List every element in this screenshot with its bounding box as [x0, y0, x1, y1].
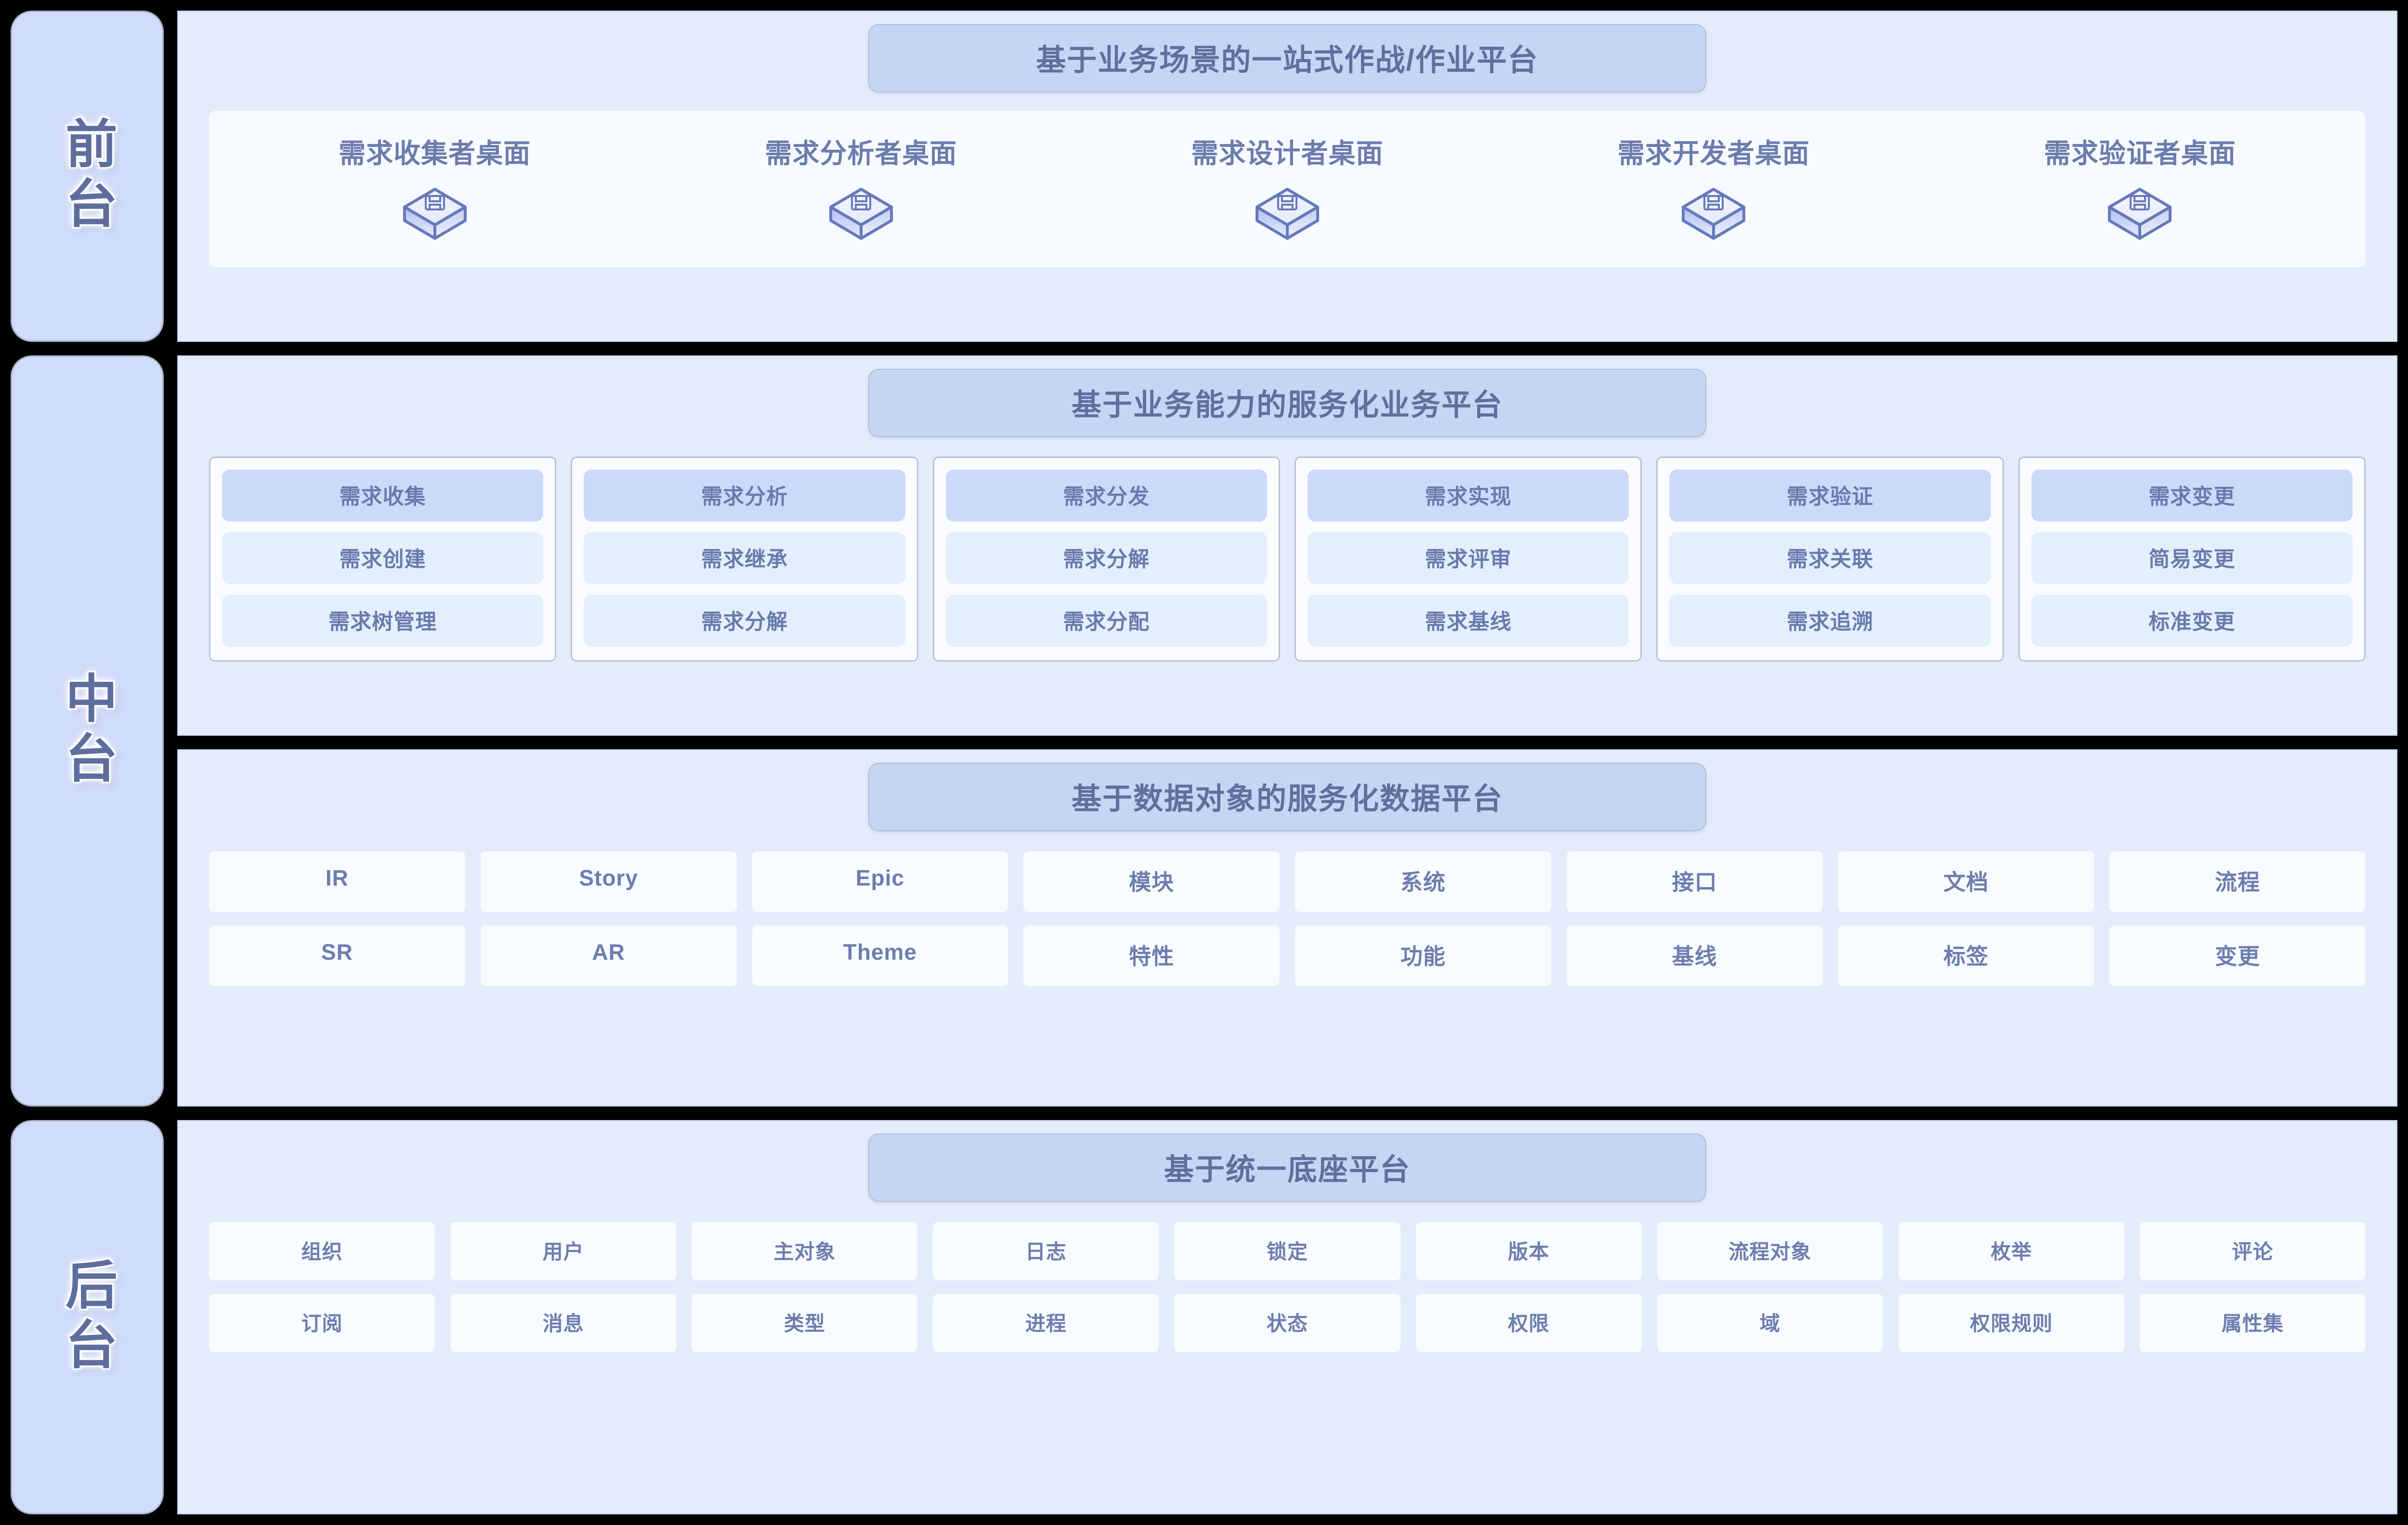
isometric-box-icon — [829, 188, 893, 240]
desktop-card-label: 需求验证者桌面 — [2043, 138, 2236, 169]
tier-front: 前台 — [11, 11, 164, 342]
base-object-cell[interactable]: 版本 — [1415, 1222, 1642, 1280]
service-platform-panel: 基于业务能力的服务化业务平台 需求收集需求创建需求树管理需求分析需求继承需求分解… — [177, 355, 2397, 736]
data-object-cell[interactable]: Epic — [752, 851, 1008, 912]
capability-item[interactable]: 需求继承 — [584, 532, 905, 584]
capability-group-header[interactable]: 需求实现 — [1307, 469, 1629, 521]
capability-item[interactable]: 需求树管理 — [222, 595, 544, 647]
capability-item[interactable]: 需求分解 — [945, 532, 1267, 584]
base-object-cell[interactable]: 消息 — [450, 1294, 677, 1352]
desktop-card-label: 需求收集者桌面 — [339, 138, 531, 169]
capability-group: 需求变更简易变更标准变更 — [2018, 456, 2366, 662]
tier-back: 后台 — [11, 1120, 164, 1514]
desktop-card[interactable]: 需求分析者桌面 — [648, 132, 1074, 242]
data-object-cell[interactable]: AR — [480, 925, 737, 986]
isometric-box-icon — [1682, 188, 1746, 240]
data-object-cell[interactable]: 基线 — [1566, 925, 1823, 986]
desktop-card-icon — [401, 185, 469, 242]
data-platform-title: 基于数据对象的服务化数据平台 — [868, 763, 1706, 831]
tier-front-label: 前台 — [58, 117, 117, 236]
capability-group-header[interactable]: 需求验证 — [1669, 469, 1991, 521]
base-object-cell[interactable]: 进程 — [933, 1294, 1159, 1352]
base-object-cell[interactable]: 属性集 — [2139, 1294, 2366, 1352]
desktop-card-icon — [2106, 185, 2173, 242]
data-object-cell[interactable]: 变更 — [2109, 925, 2366, 986]
capability-group-header[interactable]: 需求分发 — [945, 469, 1267, 521]
base-object-cell[interactable]: 域 — [1657, 1294, 1883, 1352]
desktop-card-label: 需求开发者桌面 — [1617, 138, 1810, 169]
base-object-cell[interactable]: 订阅 — [209, 1294, 435, 1352]
capability-group-row: 需求收集需求创建需求树管理需求分析需求继承需求分解需求分发需求分解需求分配需求实… — [209, 456, 2366, 662]
base-object-cell[interactable]: 流程对象 — [1657, 1222, 1883, 1280]
base-object-cell[interactable]: 主对象 — [692, 1222, 918, 1280]
capability-item[interactable]: 需求评审 — [1307, 532, 1629, 584]
data-object-cell[interactable]: 标签 — [1838, 925, 2094, 986]
desktop-card[interactable]: 需求开发者桌面 — [1501, 132, 1927, 242]
base-object-cell[interactable]: 组织 — [209, 1222, 435, 1280]
capability-item[interactable]: 需求基线 — [1307, 595, 1629, 647]
tier-middle-label: 中台 — [58, 671, 117, 791]
base-platform-title: 基于统一底座平台 — [868, 1134, 1706, 1202]
data-object-cell[interactable]: IR — [209, 851, 465, 912]
base-object-cell[interactable]: 类型 — [692, 1294, 918, 1352]
data-object-cell[interactable]: Story — [480, 851, 737, 912]
tier-back-label: 后台 — [58, 1257, 117, 1377]
desktop-card-icon — [827, 185, 895, 242]
desktop-card[interactable]: 需求验证者桌面 — [1927, 132, 2353, 242]
desktop-card-label: 需求设计者桌面 — [1191, 138, 1384, 169]
base-object-cell[interactable]: 枚举 — [1898, 1222, 2124, 1280]
data-object-cell[interactable]: 功能 — [1295, 925, 1551, 986]
data-object-cell[interactable]: 系统 — [1295, 851, 1551, 912]
base-object-cell[interactable]: 评论 — [2139, 1222, 2366, 1280]
data-object-cell[interactable]: Theme — [752, 925, 1008, 986]
base-object-cell[interactable]: 锁定 — [1174, 1222, 1400, 1280]
base-object-cell[interactable]: 权限规则 — [1898, 1294, 2124, 1352]
base-object-cell[interactable]: 状态 — [1174, 1294, 1400, 1352]
service-platform-title: 基于业务能力的服务化业务平台 — [868, 369, 1706, 437]
desktop-card[interactable]: 需求设计者桌面 — [1074, 132, 1500, 242]
capability-group: 需求收集需求创建需求树管理 — [209, 456, 557, 662]
base-object-cell[interactable]: 权限 — [1415, 1294, 1642, 1352]
capability-item[interactable]: 需求分配 — [945, 595, 1267, 647]
capability-group: 需求分发需求分解需求分配 — [932, 456, 1280, 662]
capability-group-header[interactable]: 需求收集 — [222, 469, 544, 521]
capability-group-header[interactable]: 需求变更 — [2031, 469, 2353, 521]
isometric-box-icon — [403, 188, 467, 240]
base-platform-panel: 基于统一底座平台 组织用户主对象日志锁定版本流程对象枚举评论订阅消息类型进程状态… — [177, 1120, 2397, 1514]
base-object-cell[interactable]: 日志 — [933, 1222, 1159, 1280]
data-object-cell[interactable]: 模块 — [1023, 851, 1280, 912]
capability-item[interactable]: 需求创建 — [222, 532, 544, 584]
desktop-card-icon — [1680, 185, 1747, 242]
desktop-card-row: 需求收集者桌面 需求分析者桌面 需求设计者桌面 需求开发者桌面 需求验证者桌面 — [209, 111, 2366, 267]
capability-group-header[interactable]: 需求分析 — [584, 469, 905, 521]
base-object-cell[interactable]: 用户 — [450, 1222, 677, 1280]
desktop-card[interactable]: 需求收集者桌面 — [222, 132, 648, 242]
isometric-box-icon — [1256, 188, 1319, 240]
capability-item[interactable]: 需求关联 — [1669, 532, 1991, 584]
capability-group: 需求实现需求评审需求基线 — [1294, 456, 1642, 662]
data-object-cell[interactable]: SR — [209, 925, 465, 986]
panel-stack: 基于业务场景的一站式作战/作业平台 需求收集者桌面需求分析者桌面需求设计者桌面需… — [177, 11, 2397, 1514]
front-platform-title: 基于业务场景的一站式作战/作业平台 — [868, 24, 1706, 92]
front-platform-panel: 基于业务场景的一站式作战/作业平台 需求收集者桌面需求分析者桌面需求设计者桌面需… — [177, 11, 2397, 342]
data-object-cell[interactable]: 特性 — [1023, 925, 1280, 986]
capability-group: 需求分析需求继承需求分解 — [571, 456, 918, 662]
data-object-cell[interactable]: 文档 — [1838, 851, 2094, 912]
capability-item[interactable]: 需求追溯 — [1669, 595, 1991, 647]
desktop-card-icon — [1254, 185, 1321, 242]
capability-item[interactable]: 标准变更 — [2031, 595, 2353, 647]
capability-item[interactable]: 需求分解 — [584, 595, 905, 647]
tier-rail: 前台 中台 后台 — [11, 11, 164, 1514]
data-object-cell[interactable]: 流程 — [2109, 851, 2366, 912]
isometric-box-icon — [2108, 188, 2172, 240]
data-object-cell[interactable]: 接口 — [1566, 851, 1823, 912]
tier-middle: 中台 — [11, 355, 164, 1107]
capability-item[interactable]: 简易变更 — [2031, 532, 2353, 584]
desktop-card-label: 需求分析者桌面 — [765, 138, 957, 169]
capability-group: 需求验证需求关联需求追溯 — [1656, 456, 2004, 662]
base-object-grid: 组织用户主对象日志锁定版本流程对象枚举评论订阅消息类型进程状态权限域权限规则属性… — [209, 1222, 2366, 1352]
